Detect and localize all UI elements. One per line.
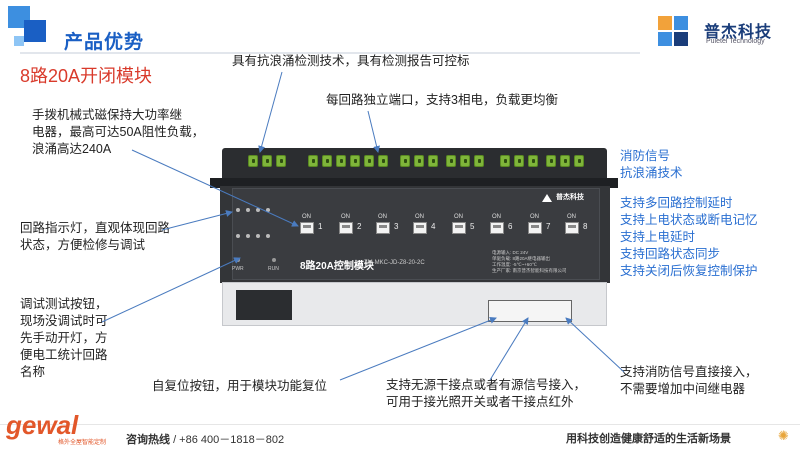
- switch-on-label: ON: [454, 214, 463, 220]
- channel-led: [256, 208, 260, 212]
- pujie-logo-icon: [658, 16, 688, 46]
- footer-slogan: 用科技创造健康舒适的生活新场景: [566, 433, 731, 445]
- feature-item: 支持回路状态同步: [620, 247, 721, 261]
- output-terminal: [514, 155, 524, 167]
- output-terminal: [400, 155, 410, 167]
- output-terminal: [322, 155, 332, 167]
- switch-on-label: ON: [492, 214, 501, 220]
- channel-switch-8[interactable]: [565, 222, 579, 234]
- channel-number: 3: [394, 222, 399, 231]
- footer-brand: gewal: [6, 410, 79, 440]
- annotation-reset: 自复位按钮，用于模块功能复位: [152, 379, 328, 393]
- channel-switch-6[interactable]: [490, 222, 504, 234]
- annotation-ports: 每回路独立端口，支持3相电，负载更均衡: [326, 93, 558, 107]
- output-terminal: [336, 155, 346, 167]
- device-lower-terminal-block: [236, 290, 292, 320]
- channel-switch-2[interactable]: [339, 222, 353, 234]
- header-deco-square: [14, 36, 24, 46]
- output-terminal: [560, 155, 570, 167]
- module-subtitle: 8路20A开闭模块: [20, 66, 153, 86]
- channel-switch-1[interactable]: [300, 222, 314, 234]
- channel-led: [236, 234, 240, 238]
- switch-on-label: ON: [567, 214, 576, 220]
- channel-number: 8: [583, 222, 588, 231]
- power-terminal: [248, 155, 258, 167]
- hotline-label: 咨询热线: [126, 434, 170, 446]
- annotation-indicator: 回路指示灯，直观体现回路 状态，方便检修与调试: [20, 221, 171, 252]
- hotline-number: / +86 400－1818－802: [173, 434, 285, 446]
- switch-on-label: ON: [302, 214, 311, 220]
- channel-number: 6: [508, 222, 513, 231]
- channel-led: [266, 208, 270, 212]
- device-brand: 普杰科技: [556, 194, 584, 201]
- channel-switch-5[interactable]: [452, 222, 466, 234]
- annotation-dry-contact: 支持无源干接点或者有源信号接入， 可用于接光照开关或者干接点红外: [386, 378, 587, 409]
- footer-hotline: 咨询热线 / +86 400－1818－802: [126, 431, 284, 447]
- page-title: 产品优势: [64, 32, 145, 53]
- pwr-led: [236, 258, 240, 262]
- channel-led: [266, 234, 270, 238]
- channel-led: [256, 234, 260, 238]
- power-terminal: [262, 155, 272, 167]
- output-terminal: [474, 155, 484, 167]
- input-terminal-label-box: [488, 300, 572, 322]
- output-terminal: [546, 155, 556, 167]
- channel-switch-4[interactable]: [413, 222, 427, 234]
- switch-on-label: ON: [341, 214, 350, 220]
- output-terminal: [350, 155, 360, 167]
- annotation-debug: 调试测试按钮， 现场没调试时可 先手动开灯，方 便电工统计回路 名称: [20, 297, 108, 379]
- logo-subtitle: Puietel Technology: [706, 38, 765, 45]
- output-terminal: [500, 155, 510, 167]
- lightbulb-icon: ✺: [778, 428, 789, 443]
- output-terminal: [378, 155, 388, 167]
- annotation-relay: 手拨机械式磁保持大功率继 电器，最高可达50A阻性负载， 浪涌高达240A: [32, 108, 205, 156]
- channel-led: [246, 234, 250, 238]
- channel-led: [246, 208, 250, 212]
- footer-divider: [0, 424, 800, 425]
- run-led: [272, 258, 276, 262]
- channel-number: 7: [546, 222, 551, 231]
- feature-item: 支持多回路控制延时: [620, 196, 733, 210]
- output-terminal: [414, 155, 424, 167]
- feature-item: 抗浪涌技术: [620, 166, 683, 180]
- switch-on-label: ON: [530, 214, 539, 220]
- channel-led: [236, 208, 240, 212]
- pwr-label: PWR: [232, 266, 244, 272]
- device-shoulder: [210, 178, 618, 188]
- device-code: ZM-MKC-JD-Z8-20-2C: [364, 260, 425, 266]
- header-deco-square: [24, 20, 46, 42]
- device-brand-icon: [542, 194, 552, 202]
- feature-item: 消防信号: [620, 149, 671, 163]
- output-terminal: [528, 155, 538, 167]
- feature-item: 支持关闭后恢复控制保护: [620, 264, 758, 278]
- run-label: RUN: [268, 266, 279, 272]
- output-terminal: [460, 155, 470, 167]
- channel-number: 2: [357, 222, 362, 231]
- output-terminal: [308, 155, 318, 167]
- feature-item: 支持上电状态或断电记忆: [620, 213, 758, 227]
- channel-switch-3[interactable]: [376, 222, 390, 234]
- annotation-fire-input: 支持消防信号直接接入， 不需要增加中间继电器: [620, 365, 758, 396]
- switch-on-label: ON: [378, 214, 387, 220]
- switch-on-label: ON: [415, 214, 424, 220]
- channel-number: 5: [470, 222, 475, 231]
- device-spec: 电源输入: DC 24V 单驱负载: 8路20A继电器输出 工作温度: -5℃~…: [492, 250, 567, 273]
- power-terminal: [276, 155, 286, 167]
- channel-number: 4: [431, 222, 436, 231]
- footer-brand-sub: 格外全屋智能定制: [58, 440, 107, 446]
- annotation-surge: 具有抗浪涌检测技术，具有检测报告可控标: [232, 54, 470, 68]
- channel-switch-7[interactable]: [528, 222, 542, 234]
- feature-item: 支持上电延时: [620, 230, 696, 244]
- device-model: 8路20A控制模块: [300, 261, 374, 272]
- header-divider: [20, 52, 640, 54]
- output-terminal: [446, 155, 456, 167]
- output-terminal: [574, 155, 584, 167]
- output-terminal: [364, 155, 374, 167]
- logo-name: 普杰科技: [704, 24, 773, 41]
- channel-number: 1: [318, 222, 323, 231]
- output-terminal: [428, 155, 438, 167]
